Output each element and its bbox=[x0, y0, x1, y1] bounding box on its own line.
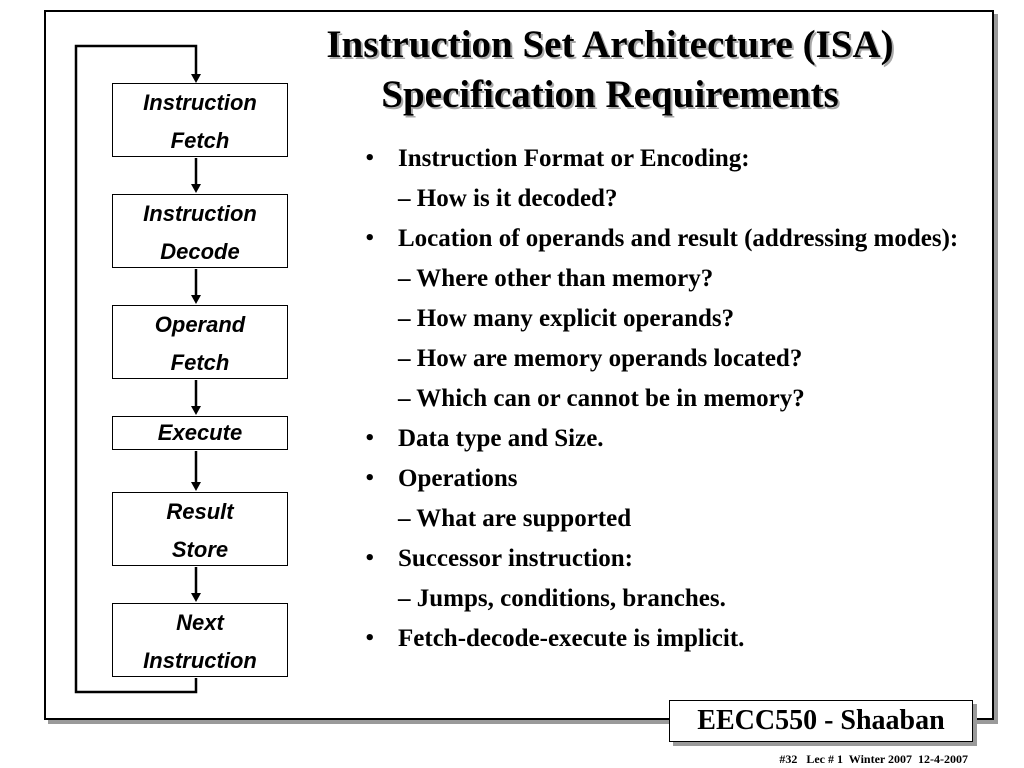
stage-label: Operand bbox=[154, 312, 246, 337]
loop-back-arrowhead bbox=[191, 74, 201, 83]
sub-item: – How is it decoded? bbox=[398, 185, 618, 212]
course-badge: EECC550 - Shaaban bbox=[669, 700, 973, 742]
bullet-dot: • bbox=[364, 628, 376, 649]
bullet-text: Operations bbox=[398, 465, 518, 492]
title-line-2: Specification Requirements bbox=[381, 73, 839, 116]
sub-item: – Where other than memory? bbox=[398, 265, 714, 292]
title-line-1: Instruction Set Architecture (ISA) bbox=[326, 23, 894, 66]
stage-label: Instruction bbox=[143, 201, 257, 226]
sub-item: – What are supported bbox=[398, 505, 632, 532]
arrowhead bbox=[191, 593, 201, 602]
stage-label: Store bbox=[171, 537, 229, 562]
sub-item: – How many explicit operands? bbox=[398, 305, 735, 332]
stage-operand-fetch: Operand Fetch bbox=[112, 305, 288, 379]
bullet-text: Location of operands and result (address… bbox=[398, 225, 959, 252]
arrowhead bbox=[191, 295, 201, 304]
stage-execute: Execute bbox=[112, 416, 288, 450]
stage-label: Fetch bbox=[170, 128, 230, 153]
sub-item: – Which can or cannot be in memory? bbox=[398, 385, 805, 412]
arrowhead bbox=[191, 406, 201, 415]
stage-label: Instruction bbox=[143, 648, 257, 673]
loop-back-line bbox=[74, 44, 198, 694]
slide-footer-info: #32 Lec # 1 Winter 2007 12-4-2007 bbox=[779, 752, 968, 766]
bullet-dot: • bbox=[364, 468, 376, 489]
requirements-list: • Instruction Format or Encoding: – How is… bbox=[360, 142, 980, 662]
stage-result-store: Result Store bbox=[112, 492, 288, 566]
stage-label: Instruction bbox=[143, 90, 257, 115]
bullet-item: • Instruction Format or Encoding: bbox=[360, 142, 980, 175]
stage-label: Execute bbox=[157, 420, 243, 445]
bullet-text: Instruction Format or Encoding: bbox=[398, 145, 750, 172]
bullet-item: • Operations bbox=[360, 462, 980, 495]
stage-next-instruction: Next Instruction bbox=[112, 603, 288, 677]
bullet-dot: • bbox=[364, 228, 376, 249]
slide-title: Instruction Set Architecture (ISA) Speci… bbox=[230, 20, 990, 120]
arrowhead bbox=[191, 184, 201, 193]
stage-instruction-decode: Instruction Decode bbox=[112, 194, 288, 268]
bullet-item: • Successor instruction: bbox=[360, 542, 980, 575]
bullet-item: • Fetch-decode-execute is implicit. bbox=[360, 622, 980, 655]
sub-item: – Jumps, conditions, branches. bbox=[398, 585, 726, 612]
bullet-text: Fetch-decode-execute is implicit. bbox=[398, 625, 745, 652]
stage-label: Result bbox=[166, 499, 234, 524]
bullet-item: • Location of operands and result (addres… bbox=[360, 222, 980, 255]
sub-item: – How are memory operands located? bbox=[398, 345, 803, 372]
bullet-dot: • bbox=[364, 148, 376, 169]
bullet-dot: • bbox=[364, 428, 376, 449]
stage-label: Fetch bbox=[170, 350, 230, 375]
stage-label: Decode bbox=[160, 239, 240, 264]
arrowhead bbox=[191, 482, 201, 491]
stage-label: Next bbox=[176, 610, 224, 635]
bullet-item: • Data type and Size. bbox=[360, 422, 980, 455]
stage-instruction-fetch: Instruction Fetch bbox=[112, 83, 288, 157]
bullet-dot: • bbox=[364, 548, 376, 569]
bullet-text: Data type and Size. bbox=[398, 425, 604, 452]
bullet-text: Successor instruction: bbox=[398, 545, 633, 572]
